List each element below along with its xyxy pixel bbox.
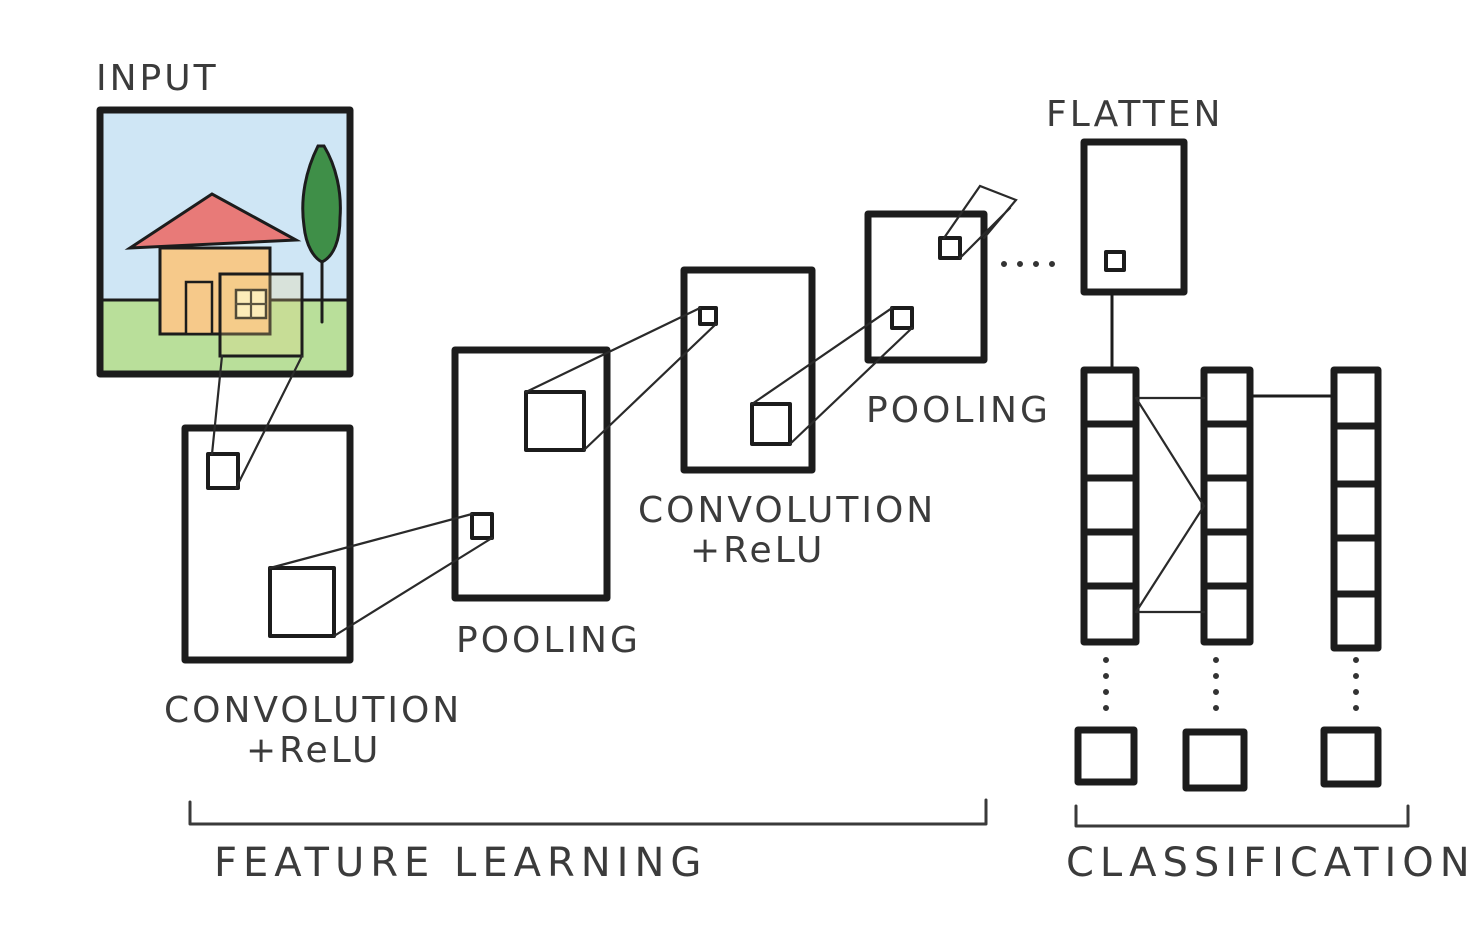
conv1-label-line1: CONVOLUTION [164,690,462,731]
conv2-label-line2: +ReLU [690,530,825,571]
conv2-label-line1: CONVOLUTION [638,490,936,531]
pool2-extrusion [942,184,1018,260]
conv2-feature-map [680,266,816,474]
flatten-label: FLATTEN [1046,94,1223,135]
classification-bracket [1074,804,1410,828]
input-image [96,106,354,378]
pool2-feature-map [864,210,988,364]
conv1-feature-map [181,424,354,664]
pool1-large-patch [524,390,586,452]
house-door [184,280,214,336]
fc-column-1 [1080,366,1140,646]
conv2-small-patch [698,306,718,326]
classification-label: CLASSIFICATION [1066,840,1476,886]
pool2-small-patch [890,306,914,330]
conv1-input-patch [206,452,240,490]
flatten-block [1080,138,1188,296]
pool1-label: POOLING [456,620,641,661]
pool1-feature-map [451,346,611,602]
fc-column-3 [1330,366,1382,652]
output-box-2 [1182,728,1248,792]
output-box-3 [1320,726,1382,788]
feature-learning-label: FEATURE LEARNING [214,840,707,886]
tree-icon [301,144,342,264]
flatten-patch [1104,250,1126,272]
conv2-large-patch [750,402,792,446]
input-label: INPUT [96,58,219,99]
input-frame [96,106,354,378]
pool1-small-patch [470,512,494,540]
house-roof [124,192,302,250]
conv1-output-patch [268,566,336,638]
pool2-top-patch [938,236,962,260]
output-box-1 [1074,726,1138,786]
pool2-label: POOLING [866,390,1051,431]
fc-connections [1134,394,1336,614]
conv1-label-line2: +ReLU [246,730,381,771]
feature-learning-bracket [188,798,988,826]
fc-column-2 [1200,366,1254,646]
input-receptive-field [218,272,304,358]
